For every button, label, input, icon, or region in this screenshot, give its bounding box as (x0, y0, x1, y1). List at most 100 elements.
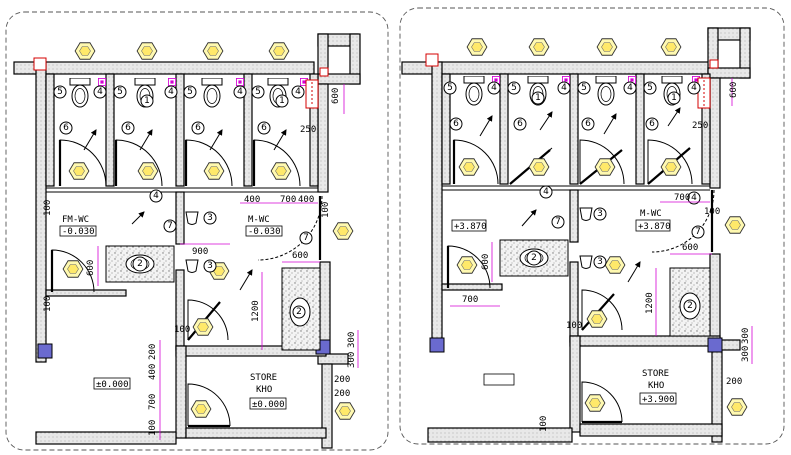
wall-right-upper-r (709, 77, 721, 189)
svg-text:600: 600 (331, 88, 341, 104)
stall-wall-2-r (499, 73, 509, 185)
dimensions-right: 600 250 700 100 600 600 700 1200 100 300… (450, 78, 753, 432)
svg-text:900: 900 (192, 247, 208, 257)
svg-text:1: 1 (535, 93, 541, 103)
svg-text:6: 6 (649, 119, 655, 129)
svg-text:1200: 1200 (251, 300, 261, 322)
plan-left: 5 1 5 4 4 5 4 5 1 4 6 6 6 6 4 7 3 3 2 2 … (5, 11, 389, 451)
svg-text:300: 300 (347, 332, 357, 348)
wall-store-left (175, 345, 187, 439)
svg-text:5: 5 (447, 83, 453, 93)
stall-wall-3 (175, 73, 185, 187)
svg-text:200: 200 (334, 389, 350, 399)
tap-box-2 (168, 78, 176, 86)
svg-text:400: 400 (244, 195, 260, 205)
svg-text:200: 200 (726, 377, 742, 387)
wall-bottom-left-r (427, 427, 573, 443)
svg-text:5: 5 (117, 87, 123, 97)
svg-text:100: 100 (539, 416, 549, 432)
wall-right-upper (317, 83, 329, 193)
svg-text:600: 600 (729, 82, 739, 98)
stall-wall-4-r (635, 73, 645, 185)
wall-store-left-r (569, 335, 581, 433)
svg-text:3: 3 (207, 213, 213, 223)
svg-text:7: 7 (167, 221, 173, 231)
svg-text:4: 4 (491, 83, 497, 93)
svg-text:6: 6 (125, 123, 131, 133)
svg-text:6: 6 (261, 123, 267, 133)
svg-text:100: 100 (704, 207, 720, 217)
svg-text:100: 100 (43, 200, 53, 216)
level-m-wc: -0.030 (248, 227, 281, 237)
fm-door (51, 249, 95, 293)
svg-text:300: 300 (741, 328, 751, 344)
wall-shaft-bottom-r (707, 67, 751, 79)
svg-text:5: 5 (187, 87, 193, 97)
stall-wall-5-r (701, 73, 711, 185)
column-marker-top-left (33, 57, 47, 71)
svg-text:5: 5 (511, 83, 517, 93)
dimensions-left: 600 250 400 700 400 100 100 600 900 600 … (43, 84, 359, 440)
svg-text:4: 4 (153, 191, 159, 201)
wall-left-r (431, 61, 443, 351)
svg-text:4: 4 (561, 83, 567, 93)
wall-store-top-r (569, 335, 721, 347)
svg-text:200: 200 (148, 344, 158, 360)
svg-text:5: 5 (57, 87, 63, 97)
column-marker-left (37, 343, 53, 359)
svg-text:100: 100 (321, 202, 331, 218)
level-store-r: +3.900 (642, 395, 675, 405)
room-label-m-wc-r: M-WC (640, 209, 662, 219)
level-hall: ±0.000 (96, 380, 129, 390)
svg-text:4: 4 (543, 187, 549, 197)
level-store: ±0.000 (252, 400, 285, 410)
stall-wall-5 (309, 73, 319, 187)
svg-text:3: 3 (597, 257, 603, 267)
svg-text:200: 200 (334, 375, 350, 385)
level-hall-r-box (483, 373, 515, 386)
svg-text:5: 5 (647, 83, 653, 93)
stall-door-1 (59, 139, 107, 187)
room-label-store-r: STORE (642, 369, 669, 379)
fixture-numbers-right: 5 4 5 1 4 5 4 5 1 4 6 6 6 6 4 4 7 3 3 2 … (443, 81, 705, 313)
sheet-border (5, 11, 389, 451)
column-marker-top-right (319, 67, 329, 77)
svg-text:700: 700 (462, 295, 478, 305)
stall-door-4 (253, 139, 301, 187)
stall-wall-3-r (569, 73, 579, 185)
svg-text:1: 1 (671, 93, 677, 103)
svg-text:100: 100 (43, 296, 53, 312)
svg-text:7: 7 (555, 217, 561, 227)
room-label-kho-r: KHO (648, 381, 664, 391)
wall-bottom-left (35, 431, 177, 445)
wall-fm-bottom-r (441, 283, 503, 291)
level-m-wc-r: +3.870 (638, 222, 671, 232)
svg-text:700: 700 (674, 193, 690, 203)
stall-door-2 (115, 139, 163, 187)
svg-text:7: 7 (303, 233, 309, 243)
urinal-2 (185, 259, 199, 273)
wall-top-r (401, 61, 713, 75)
svg-text:400: 400 (298, 195, 314, 205)
store-door (187, 383, 231, 427)
room-label-kho: KHO (256, 385, 272, 395)
wall-right-bottom (321, 363, 333, 449)
svg-text:4: 4 (627, 83, 633, 93)
toilet-1 (69, 78, 91, 108)
svg-text:5: 5 (255, 87, 261, 97)
toilet-3 (201, 78, 223, 108)
svg-text:6: 6 (517, 119, 523, 129)
stall-wall-1-r (441, 73, 451, 185)
plan-right: 5 4 5 1 4 5 4 5 1 4 6 6 6 6 4 4 7 3 3 2 … (399, 7, 785, 445)
svg-text:4: 4 (97, 87, 103, 97)
svg-text:4: 4 (237, 87, 243, 97)
wall-store-bottom (185, 427, 327, 439)
wc-separator-upper (175, 191, 185, 245)
svg-text:250: 250 (300, 125, 316, 135)
svg-text:1: 1 (144, 96, 150, 106)
svg-text:600: 600 (86, 260, 96, 276)
svg-text:600: 600 (682, 243, 698, 253)
stall-door-3 (185, 139, 233, 187)
svg-text:4: 4 (168, 87, 174, 97)
